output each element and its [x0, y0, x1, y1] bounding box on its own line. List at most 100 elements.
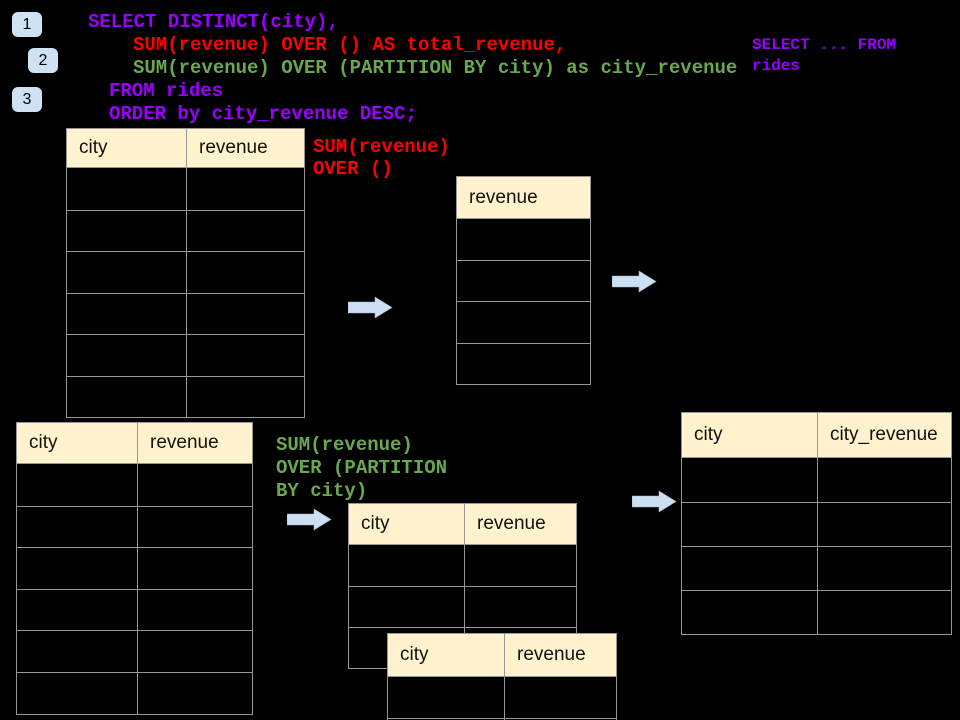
table-total-result: revenue — [456, 176, 591, 385]
annotation-sum-over-empty: SUM(revenue)OVER () — [313, 136, 450, 180]
column-header-revenue: revenue — [504, 634, 616, 676]
table-cell — [682, 547, 817, 590]
table-cell — [17, 590, 137, 631]
table-row — [67, 334, 304, 376]
table-header-row: city revenue — [388, 634, 616, 677]
table-cell — [67, 252, 186, 293]
table-row — [457, 219, 590, 260]
table-partition-step: city revenue — [348, 503, 577, 669]
step-badge-1: 1 — [12, 12, 42, 37]
table-body — [457, 219, 590, 384]
sql-line-sum-total: SUM(revenue) OVER () AS total_revenue, — [133, 34, 567, 56]
sql-line-sum-partition: SUM(revenue) OVER (PARTITION BY city) as… — [133, 57, 738, 79]
table-cell — [186, 210, 304, 251]
table-cell — [817, 591, 951, 634]
table-header-row: revenue — [457, 177, 590, 219]
table-cell — [137, 672, 252, 714]
table-row — [682, 546, 951, 590]
table-row — [17, 464, 252, 506]
column-header-revenue: revenue — [469, 186, 538, 208]
arrow-right-icon — [287, 508, 332, 531]
table-row — [349, 545, 576, 586]
table-cell — [349, 587, 464, 627]
table-cell — [457, 344, 590, 384]
table-row — [67, 168, 304, 210]
table-cell — [67, 335, 186, 376]
table-header-row: city city_revenue — [682, 413, 951, 458]
table-cell — [17, 464, 137, 506]
table-row — [67, 375, 304, 418]
table-cell — [186, 376, 304, 417]
table-cell — [504, 677, 616, 718]
table-cell — [186, 168, 304, 210]
table-row — [388, 677, 616, 718]
table-cell — [682, 591, 817, 634]
table-cell — [464, 545, 576, 586]
table-row — [682, 502, 951, 546]
table-cell — [67, 168, 186, 210]
table-cell — [137, 589, 252, 631]
column-header-revenue: revenue — [137, 423, 252, 463]
table-cell — [17, 631, 137, 672]
table-row — [17, 671, 252, 714]
table-row — [67, 251, 304, 293]
table-row — [682, 590, 951, 634]
table-row — [67, 209, 304, 252]
table-cell — [464, 587, 576, 627]
table-cell — [817, 547, 951, 590]
column-header-city: city — [79, 137, 108, 158]
table-body — [388, 677, 616, 720]
table-row — [17, 588, 252, 631]
column-header-revenue: revenue — [186, 129, 304, 167]
table-row — [457, 301, 590, 342]
table-row — [349, 586, 576, 627]
table-city-result: city city_revenue — [681, 412, 952, 635]
arrow-right-icon — [632, 490, 677, 513]
table-cell — [67, 377, 186, 418]
column-header-city: city — [29, 432, 58, 453]
step-badge-3: 3 — [12, 87, 42, 112]
table-header-row: city revenue — [349, 504, 576, 545]
table-cell — [186, 335, 304, 376]
table-row — [17, 505, 252, 548]
table-row — [682, 458, 951, 502]
table-cell — [17, 548, 137, 589]
table-cell — [817, 458, 951, 502]
table-cell — [817, 503, 951, 546]
table-cell — [186, 293, 304, 334]
table-header-row: city revenue — [67, 129, 304, 168]
table-cell — [137, 506, 252, 548]
table-cell — [137, 631, 252, 672]
table-row — [67, 292, 304, 335]
table-source-bottom: city revenue — [16, 422, 253, 715]
table-row — [17, 630, 252, 672]
arrow-right-icon — [348, 296, 393, 319]
sql-line-select: SELECT DISTINCT(city), — [88, 11, 339, 33]
step-badge-2: 2 — [28, 48, 58, 73]
table-row — [457, 260, 590, 301]
column-header-revenue: revenue — [464, 504, 576, 544]
column-header-city-revenue: city_revenue — [817, 413, 951, 457]
table-partition-overlay: city revenue — [387, 633, 617, 720]
from-note-line2: rides — [752, 57, 801, 75]
table-cell — [349, 545, 464, 586]
sql-line-order: ORDER by city_revenue DESC; — [109, 103, 417, 125]
table-cell — [137, 548, 252, 589]
column-header-city: city — [694, 424, 723, 445]
table-body — [682, 458, 951, 634]
table-cell — [457, 302, 590, 342]
table-cell — [17, 673, 137, 714]
from-rides-note: SELECT ... FROM rides — [752, 35, 896, 77]
from-note-line1: SELECT ... FROM — [752, 36, 897, 54]
table-cell — [682, 503, 817, 546]
table-cell — [457, 261, 590, 301]
column-header-city: city — [361, 513, 390, 534]
table-cell — [186, 252, 304, 293]
table-cell — [67, 294, 186, 335]
table-row — [17, 547, 252, 589]
table-cell — [67, 211, 186, 252]
table-row — [457, 342, 590, 384]
table-header-row: city revenue — [17, 423, 252, 464]
